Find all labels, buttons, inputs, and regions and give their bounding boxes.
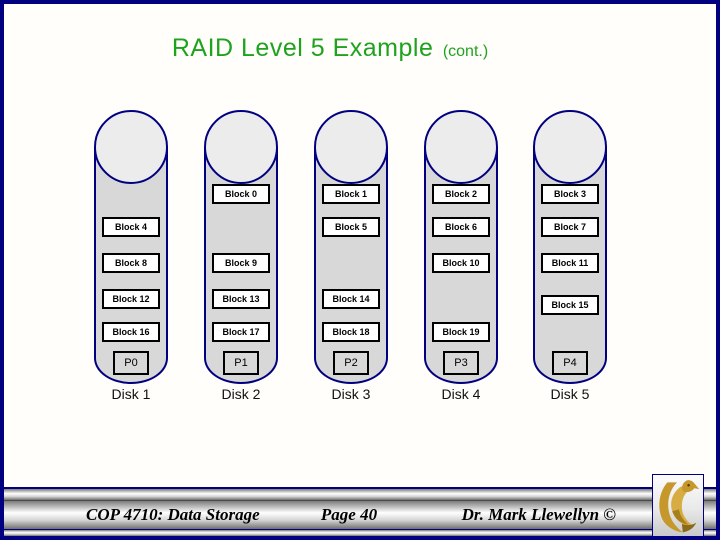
block-cell: Block 11 <box>541 253 599 273</box>
pegasus-icon <box>659 480 700 533</box>
disk-cylinder-2: Block 0 Block 9 Block 13 Block 17 P1 Dis… <box>204 110 278 415</box>
block-cell: Block 8 <box>102 253 160 273</box>
page-title-text: RAID Level 5 Example <box>171 34 434 62</box>
block-cell: Block 2 <box>432 184 490 204</box>
disk-label: Disk 2 <box>221 386 261 402</box>
block-cell: Block 3 <box>541 184 599 204</box>
cylinder-top-circle <box>204 110 278 184</box>
block-cell: Block 7 <box>541 217 599 237</box>
disk-label: Disk 5 <box>550 386 590 402</box>
parity-cell: P3 <box>443 351 479 375</box>
block-cell: Block 9 <box>212 253 270 273</box>
cylinder-top-circle <box>424 110 498 184</box>
parity-cell: P1 <box>223 351 259 375</box>
footer-author-text: Dr. Mark Llewellyn © <box>461 505 616 524</box>
footer-top-bar <box>4 487 716 501</box>
footer-course-text: COP 4710: Data Storage <box>86 505 260 524</box>
page-title-suffix: (cont.) <box>442 43 489 60</box>
disk-cylinder-4: Block 2 Block 6 Block 10 Block 19 P3 Dis… <box>424 110 498 415</box>
disk-label: Disk 3 <box>331 386 371 402</box>
cylinder-top-circle <box>94 110 168 184</box>
disk-label: Disk 1 <box>111 386 151 402</box>
block-cell: Block 14 <box>322 289 380 309</box>
parity-cell: P0 <box>113 351 149 375</box>
block-cell: Block 13 <box>212 289 270 309</box>
disk-label: Disk 4 <box>441 386 481 402</box>
disk-cylinder-3: Block 1 Block 5 Block 14 Block 18 P2 Dis… <box>314 110 388 415</box>
footer: COP 4710: Data Storage Page 40 Dr. Mark … <box>4 474 716 536</box>
footer-page-number: Page 40 <box>320 505 378 524</box>
block-cell: Block 15 <box>541 295 599 315</box>
block-cell: Block 19 <box>432 322 490 342</box>
block-cell: Block 0 <box>212 184 270 204</box>
block-cell: Block 16 <box>102 322 160 342</box>
block-cell: Block 12 <box>102 289 160 309</box>
ucf-pegasus-logo <box>652 474 704 536</box>
cylinder-top-circle <box>314 110 388 184</box>
block-cell: Block 10 <box>432 253 490 273</box>
parity-cell: P4 <box>552 351 588 375</box>
block-cell: Block 6 <box>432 217 490 237</box>
block-cell: Block 4 <box>102 217 160 237</box>
footer-bottom-bar <box>4 530 716 536</box>
parity-cell: P2 <box>333 351 369 375</box>
block-cell: Block 1 <box>322 184 380 204</box>
disk-cylinder-5: Block 3 Block 7 Block 11 Block 15 P4 Dis… <box>533 110 607 415</box>
block-cell: Block 5 <box>322 217 380 237</box>
block-cell: Block 17 <box>212 322 270 342</box>
cylinder-top-circle <box>533 110 607 184</box>
disk-cylinder-1: Block 4 Block 8 Block 12 Block 16 P0 Dis… <box>94 110 168 415</box>
block-cell: Block 18 <box>322 322 380 342</box>
page-title: RAID Level 5 Example (cont.) <box>4 34 716 63</box>
footer-main-bar: COP 4710: Data Storage Page 40 Dr. Mark … <box>4 501 716 530</box>
